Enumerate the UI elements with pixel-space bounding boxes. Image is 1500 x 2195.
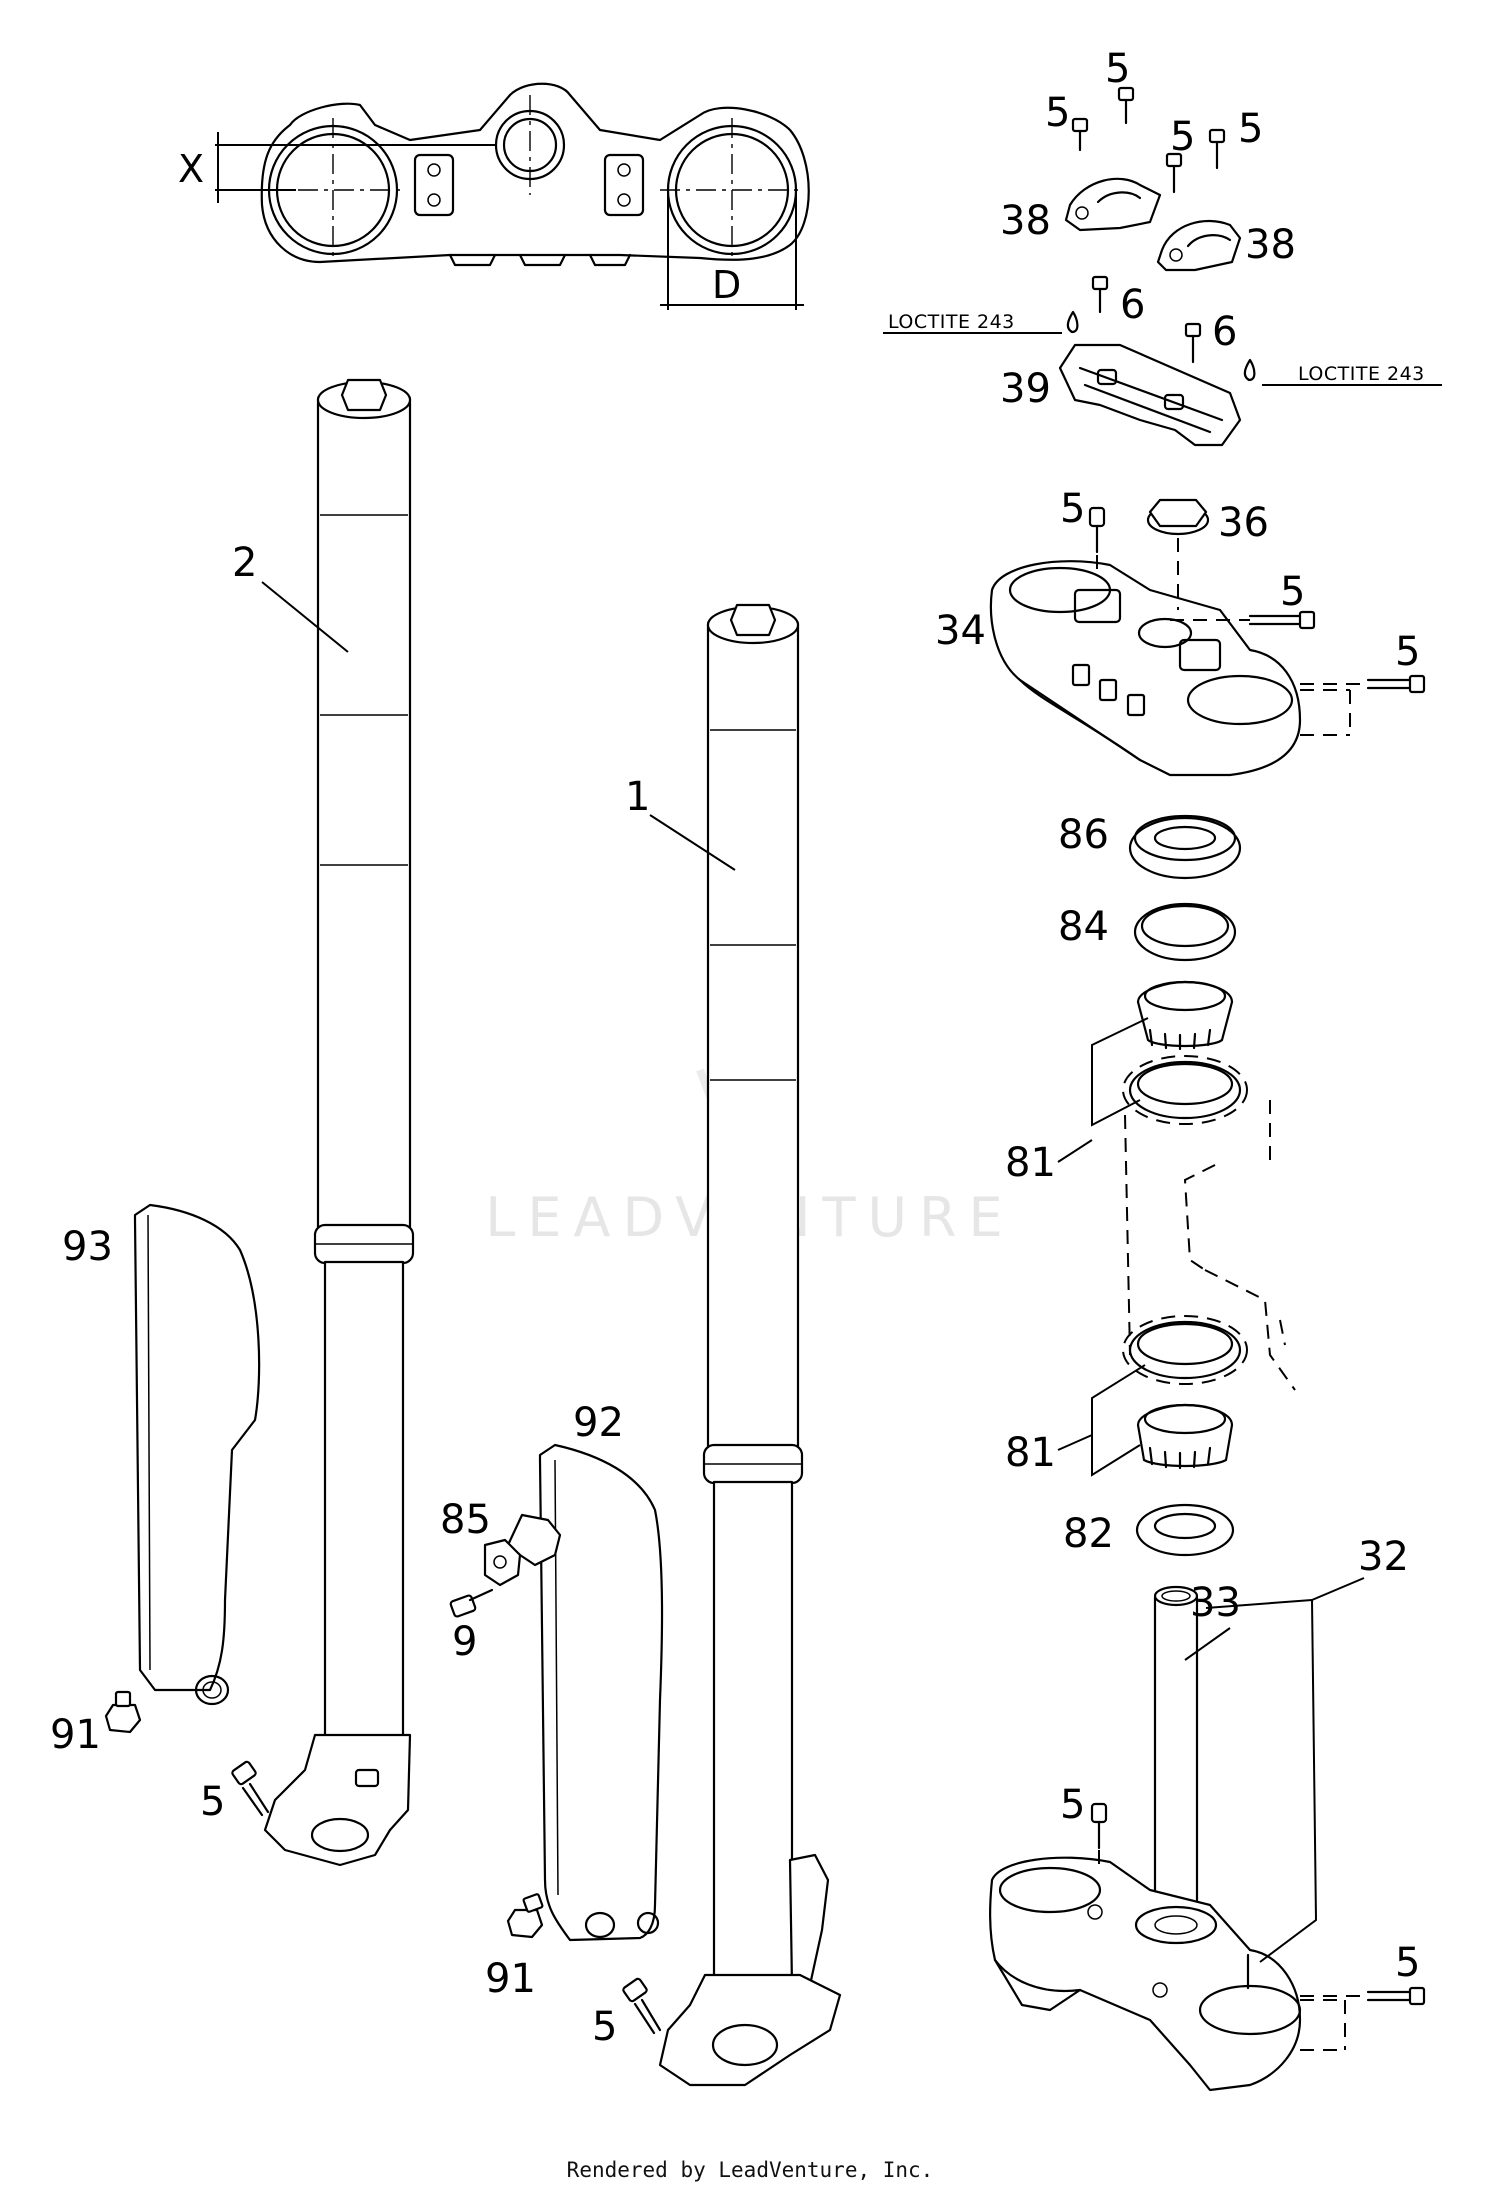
guide-clamp-85 <box>483 1513 562 1587</box>
callout-6-left: 6 <box>1120 282 1145 328</box>
steering-head-outline <box>1124 1100 1296 1391</box>
fork-leg-1 <box>649 603 842 2087</box>
callout-2: 2 <box>232 540 257 586</box>
seal-82 <box>1135 1503 1235 1557</box>
callout-5-leg2: 5 <box>200 1779 225 1825</box>
bolt-5-leg1 <box>622 1977 662 2035</box>
loctite-note-left: LOCTITE 243 <box>888 311 1015 333</box>
handlebar-clamp-base-39 <box>1058 343 1242 447</box>
dimension-x-label: X <box>178 147 204 191</box>
callout-39: 39 <box>1000 366 1051 412</box>
callout-92: 92 <box>573 1400 624 1446</box>
bolt-5-leg2 <box>231 1760 270 1817</box>
handlebar-clamp-38-upper <box>1064 177 1162 232</box>
screw-6-left <box>1066 275 1109 334</box>
callout-6-right: 6 <box>1212 309 1237 355</box>
callout-93: 93 <box>62 1224 113 1270</box>
callout-5-lower-top: 5 <box>1060 1782 1085 1828</box>
dimension-d-label: D <box>712 263 741 307</box>
callout-5-top-c: 5 <box>1170 114 1195 160</box>
steering-stem-33 <box>1153 1585 1199 1927</box>
loctite-note-right: LOCTITE 243 <box>1298 363 1425 385</box>
screw-91-left <box>104 1690 142 1734</box>
bolt-5-side-clamp-b <box>1300 674 1426 694</box>
lower-bearing-81 <box>1136 1403 1234 1470</box>
render-credit: Rendered by LeadVenture, Inc. <box>566 2158 934 2182</box>
callout-32: 32 <box>1358 1534 1409 1580</box>
callout-38-lower: 38 <box>1245 222 1296 268</box>
screw-91-mid <box>506 1893 544 1939</box>
callout-5-clamp-top: 5 <box>1060 486 1085 532</box>
fork-leg-2 <box>261 378 415 1867</box>
fork-guard-93 <box>133 1203 261 1706</box>
top-nut-36 <box>1146 498 1210 610</box>
dust-seal-86 <box>1128 814 1242 880</box>
bolt-5-side-clamp-a <box>1170 610 1316 630</box>
callout-5-clamp-side-b: 5 <box>1395 629 1420 675</box>
upper-bearing-81 <box>1136 980 1234 1051</box>
callout-38-upper: 38 <box>1000 198 1051 244</box>
upper-bearing-race-81 <box>1122 1055 1248 1125</box>
callout-91-mid: 91 <box>485 1956 536 2002</box>
callout-5-lower-side: 5 <box>1395 1940 1420 1986</box>
callout-5-leg1: 5 <box>592 2004 617 2050</box>
callout-5-clamp-side-a: 5 <box>1280 569 1305 615</box>
callout-1: 1 <box>625 774 650 820</box>
callout-5-top-d: 5 <box>1238 106 1263 152</box>
lower-triple-clamp-32 <box>989 1856 1346 2092</box>
callout-86: 86 <box>1058 812 1109 858</box>
callout-91-left: 91 <box>50 1712 101 1758</box>
bolt-5-lower-clamp-top <box>1090 1802 1108 1872</box>
triple-clamp-top-view: X D <box>178 82 810 310</box>
screw-6-right <box>1184 322 1256 382</box>
callout-9: 9 <box>452 1619 477 1665</box>
callout-5-top-a: 5 <box>1105 46 1130 92</box>
ring-84 <box>1133 902 1237 962</box>
lower-bearing-race-81 <box>1122 1315 1248 1385</box>
callout-labels: 2 1 93 92 85 9 91 91 5 5 5 5 5 5 38 38 6… <box>50 46 1425 2050</box>
handlebar-clamp-38-lower <box>1156 219 1242 272</box>
fork-guard-92 <box>538 1443 664 1942</box>
screw-9 <box>449 1588 494 1618</box>
bolt-5-lower-clamp-side <box>1300 1986 1426 2006</box>
callout-84: 84 <box>1058 904 1109 950</box>
callout-36: 36 <box>1218 500 1269 546</box>
handlebar-bolts-5 <box>1071 86 1226 194</box>
callout-81-upper: 81 <box>1005 1140 1056 1186</box>
upper-triple-clamp-34 <box>989 560 1351 777</box>
callout-82: 82 <box>1063 1511 1114 1557</box>
callout-5-top-b: 5 <box>1045 90 1070 136</box>
callout-85: 85 <box>440 1497 491 1543</box>
callout-81-lower: 81 <box>1005 1430 1056 1476</box>
bolt-5-top-clamp <box>1088 506 1106 575</box>
callout-33: 33 <box>1190 1580 1241 1626</box>
callout-34: 34 <box>935 608 986 654</box>
